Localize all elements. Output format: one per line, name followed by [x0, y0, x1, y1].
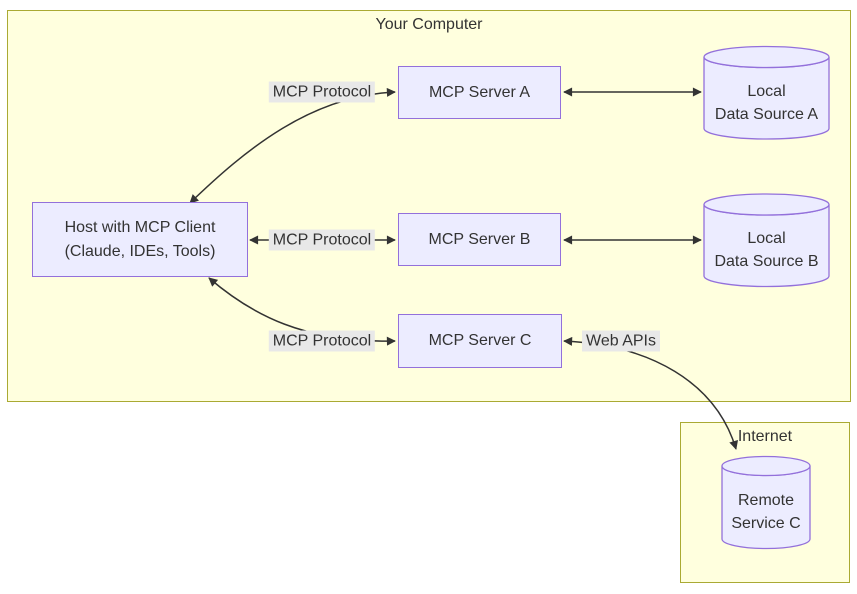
remote-service-c-line1: Remote	[737, 492, 795, 509]
edge-label-mcp-protocol-b: MCP Protocol	[268, 229, 376, 251]
data-source-b-label: Local Data Source B	[704, 217, 829, 283]
host-node-label-line1: Host with MCP Client	[64, 218, 216, 236]
mcp-server-b-label: MCP Server B	[428, 230, 531, 248]
remote-service-c-label: Remote Service C	[722, 478, 810, 546]
remote-service-c-line2: Service C	[731, 515, 801, 532]
data-source-b-line1: Local	[747, 230, 786, 247]
edge-label-mcp-protocol-c: MCP Protocol	[268, 330, 376, 352]
data-source-b-line2: Data Source B	[714, 253, 819, 270]
host-node-label-line2: (Claude, IDEs, Tools)	[64, 242, 216, 260]
mcp-server-b-node: MCP Server B	[398, 213, 561, 266]
host-node: Host with MCP Client (Claude, IDEs, Tool…	[32, 202, 248, 277]
internet-group-label: Internet	[737, 428, 793, 445]
data-source-a-line2: Data Source A	[714, 106, 819, 123]
data-source-a-line1: Local	[747, 83, 786, 100]
data-source-a-label: Local Data Source A	[704, 70, 829, 136]
your-computer-group-label: Your Computer	[375, 16, 483, 33]
mcp-server-c-label: MCP Server C	[428, 332, 532, 349]
mcp-server-c-node: MCP Server C	[398, 314, 562, 368]
mcp-server-a-label: MCP Server A	[428, 83, 531, 101]
edge-label-web-apis: Web APIs	[582, 330, 660, 352]
edge-label-mcp-protocol-a: MCP Protocol	[268, 81, 376, 103]
mcp-server-a-node: MCP Server A	[398, 66, 561, 119]
